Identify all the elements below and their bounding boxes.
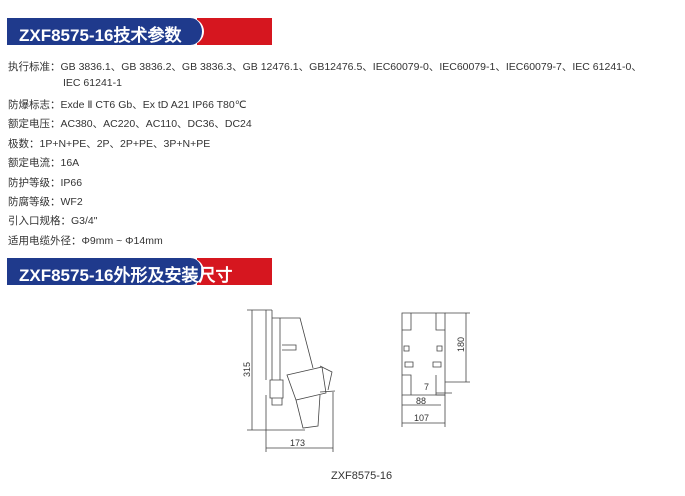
- spec-row-cable: 适用电缆外径：Φ9mm ~ Φ14mm: [8, 233, 163, 248]
- spec-value: WF2: [60, 196, 83, 208]
- section-title: ZXF8575-16技术参数: [19, 26, 182, 45]
- spec-value: G3/4": [71, 215, 98, 227]
- spec-label: 防护等级：: [8, 177, 61, 189]
- spec-value: 16A: [60, 157, 80, 169]
- spec-label: 额定电压：: [8, 118, 61, 130]
- spec-label: 额定电流：: [8, 157, 61, 169]
- spec-value-cont: IEC 61241-1: [63, 77, 122, 89]
- spec-value: AC380、AC220、AC110、DC36、DC24: [60, 118, 252, 130]
- spec-row-voltage: 额定电压：AC380、AC220、AC110、DC36、DC24: [8, 116, 252, 131]
- side-view: [247, 309, 336, 452]
- spec-value: Exde Ⅱ CT6 Gb、Ex tD A21 IP66 T80℃: [60, 99, 247, 111]
- spec-row-poles: 极数：1P+N+PE、2P、2P+PE、3P+N+PE: [8, 136, 210, 151]
- dim-inner-label: 88: [416, 396, 426, 406]
- spec-label: 引入口规格：: [8, 215, 71, 227]
- spec-value: IP66: [60, 177, 83, 189]
- spec-row-explosion-mark: 防爆标志：Exde Ⅱ CT6 Gb、Ex tD A21 IP66 T80℃: [8, 97, 247, 112]
- spec-row-protection: 防护等级：IP66: [8, 175, 82, 190]
- spec-row-current: 额定电流：16A: [8, 155, 79, 170]
- dim-depth-label: 173: [290, 438, 305, 448]
- spec-value: 1P+N+PE、2P、2P+PE、3P+N+PE: [39, 138, 211, 150]
- spec-label: 适用电缆外径：: [8, 235, 82, 247]
- dim-height-label: 315: [242, 362, 252, 377]
- section-title: ZXF8575-16外形及安装尺寸: [19, 266, 233, 285]
- spec-label: 极数：: [8, 138, 40, 150]
- dim-width-label: 107: [414, 413, 429, 423]
- section-banner-dimensions: ZXF8575-16外形及安装尺寸: [7, 258, 272, 285]
- spec-label: 防腐等级：: [8, 196, 61, 208]
- dim-mount-label: 180: [456, 337, 466, 352]
- front-view: [401, 312, 470, 427]
- spec-label: 执行标准：: [8, 61, 61, 73]
- spec-value: GB 3836.1、GB 3836.2、GB 3836.3、GB 12476.1…: [60, 61, 642, 73]
- spec-value: Φ9mm ~ Φ14mm: [81, 235, 163, 247]
- drawing-caption: ZXF8575-16: [331, 470, 393, 482]
- spec-label: 防爆标志：: [8, 99, 61, 111]
- spec-row-standard: 执行标准：GB 3836.1、GB 3836.2、GB 3836.3、GB 12…: [8, 59, 642, 74]
- spec-row-corrosion: 防腐等级：WF2: [8, 194, 83, 209]
- dim-hole-label: 7: [424, 382, 429, 392]
- section-banner-tech-params: ZXF8575-16技术参数: [7, 18, 272, 45]
- spec-row-entry: 引入口规格：G3/4": [8, 213, 98, 228]
